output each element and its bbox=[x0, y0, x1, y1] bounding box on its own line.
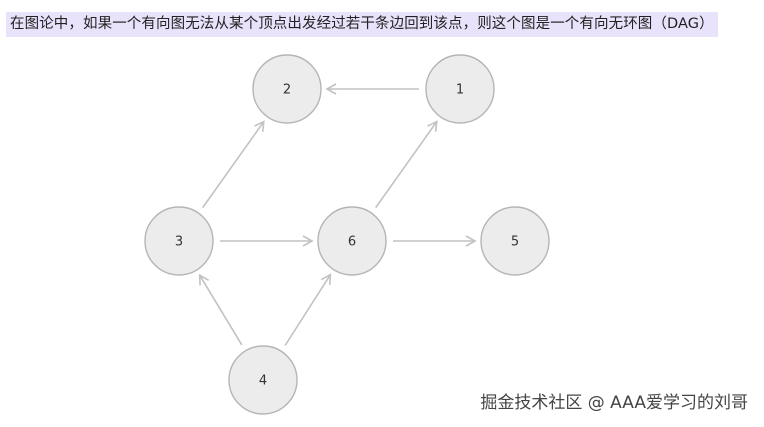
node-2: 2 bbox=[252, 54, 322, 124]
node-label-2: 2 bbox=[283, 83, 291, 98]
edge-3-to-2 bbox=[202, 120, 265, 209]
node-circle-2 bbox=[252, 54, 322, 124]
edge-4-to-3 bbox=[198, 273, 243, 346]
node-6: 6 bbox=[317, 206, 387, 276]
watermark: 掘金技术社区 @ AAA爱学习的刘哥 bbox=[480, 388, 748, 413]
node-1: 1 bbox=[425, 54, 495, 124]
edge-4-to-6 bbox=[284, 273, 332, 346]
node-label-6: 6 bbox=[348, 235, 356, 250]
nodes-layer: 1 2 3 4 5 6 bbox=[144, 54, 550, 415]
caption-text: 在图论中，如果一个有向图无法从某个顶点出发经过若干条边回到该点，则这个图是一个有… bbox=[10, 16, 714, 32]
node-circle-1 bbox=[425, 54, 495, 124]
node-4: 4 bbox=[228, 345, 298, 415]
node-5: 5 bbox=[480, 206, 550, 276]
caption-banner: 在图论中，如果一个有向图无法从某个顶点出发经过若干条边回到该点，则这个图是一个有… bbox=[6, 12, 718, 37]
node-label-5: 5 bbox=[511, 235, 519, 250]
node-circle-6 bbox=[317, 206, 387, 276]
node-circle-3 bbox=[144, 206, 214, 276]
edges-layer bbox=[198, 83, 477, 346]
node-3: 3 bbox=[144, 206, 214, 276]
edge-6-to-1 bbox=[375, 120, 438, 209]
watermark-text: 掘金技术社区 @ AAA爱学习的刘哥 bbox=[480, 393, 748, 413]
node-circle-5 bbox=[480, 206, 550, 276]
node-label-1: 1 bbox=[456, 83, 464, 98]
node-circle-4 bbox=[228, 345, 298, 415]
node-label-4: 4 bbox=[259, 374, 267, 389]
node-label-3: 3 bbox=[175, 235, 183, 250]
